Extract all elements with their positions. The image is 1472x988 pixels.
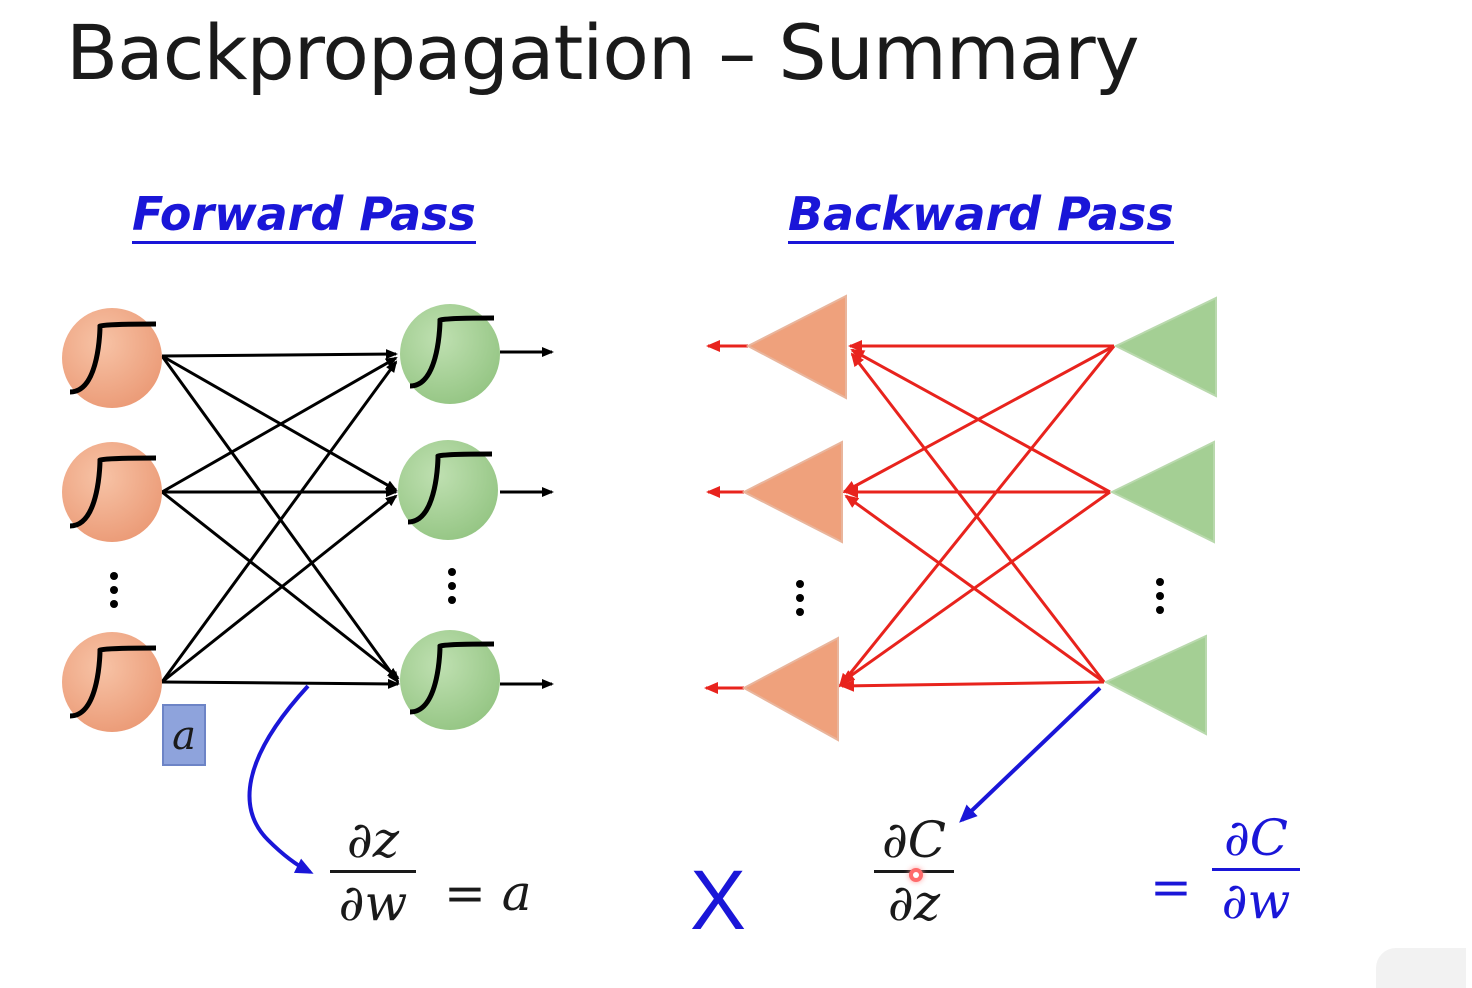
slide-title: Backpropagation – Summary [66, 8, 1140, 97]
input-neuron [62, 308, 162, 408]
vertical-ellipsis-icon [796, 578, 1164, 616]
sigmoid-icon [409, 641, 495, 715]
result-derivative: ∂C ∂w [1212, 810, 1300, 929]
backward-derivative-denominator: ∂z [887, 874, 941, 932]
backward-input-triangle [741, 440, 843, 544]
multiply-operator: X [690, 853, 747, 947]
backward-edges [704, 340, 1116, 694]
sigmoid-icon [409, 315, 495, 389]
output-neuron [400, 630, 500, 730]
backward-output-triangle [1113, 296, 1217, 398]
backward-output-triangle [1109, 440, 1215, 544]
forward-pass-heading: Forward Pass [132, 188, 476, 244]
activation-label: a [162, 704, 206, 766]
forward-curve-arrow [247, 684, 314, 874]
output-neuron [398, 440, 498, 540]
backward-derivative: ∂C ∂z [874, 812, 954, 931]
sigmoid-icon [407, 451, 493, 525]
forward-equals-a: = a [444, 864, 532, 922]
backward-output-triangle [1103, 634, 1207, 736]
forward-derivative: ∂z ∂w [330, 812, 416, 931]
backward-blue-arrow [959, 686, 1102, 823]
forward-derivative-denominator: ∂w [338, 874, 408, 932]
result-derivative-numerator: ∂C [1223, 809, 1289, 867]
backward-derivative-numerator: ∂C [881, 811, 947, 869]
forward-edges [160, 347, 554, 689]
input-neuron [62, 442, 162, 542]
input-neuron [62, 632, 162, 732]
backward-pass-heading: Backward Pass [788, 188, 1174, 244]
result-derivative-denominator: ∂w [1221, 872, 1291, 930]
output-neuron [400, 304, 500, 404]
result-equals: = [1150, 858, 1192, 916]
pointer-dot [909, 868, 923, 882]
backward-input-triangle [745, 294, 847, 400]
forward-derivative-numerator: ∂z [346, 811, 400, 869]
sigmoid-icon [69, 455, 157, 529]
vertical-ellipsis-icon [110, 568, 456, 608]
player-corner-icon [1376, 948, 1466, 988]
backward-input-triangle [741, 636, 839, 742]
sigmoid-icon [69, 645, 157, 719]
sigmoid-icon [69, 321, 157, 395]
